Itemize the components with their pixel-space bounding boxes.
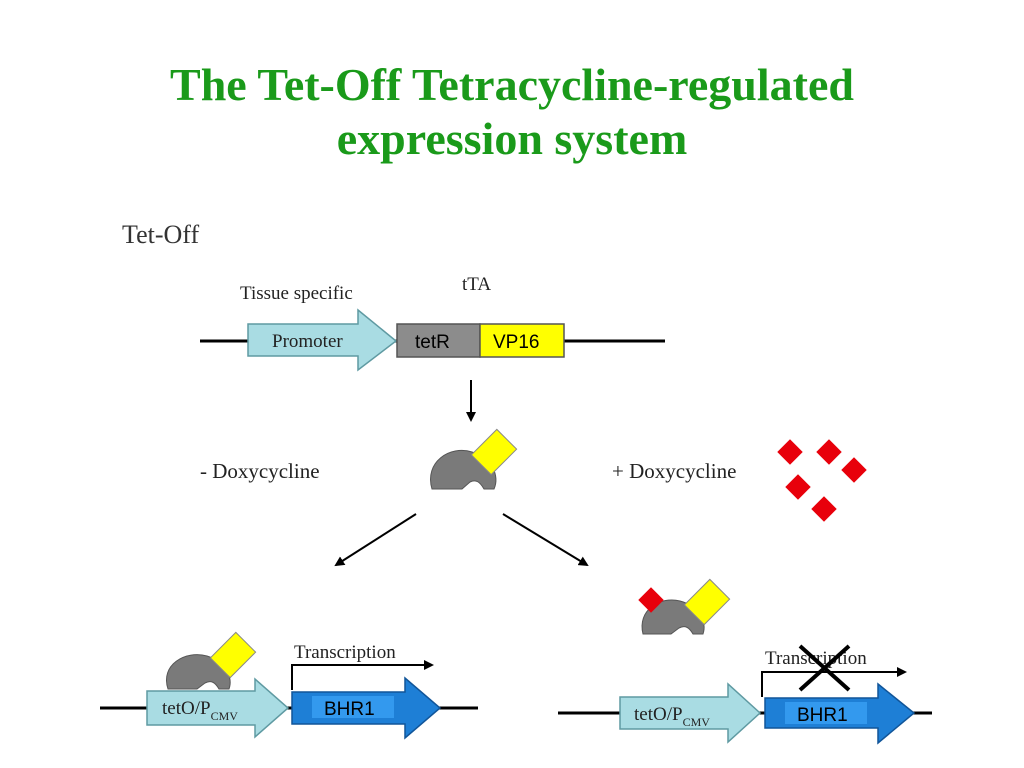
promoter-label: Promoter: [272, 331, 343, 352]
minus-doxycycline-label: - Doxycycline: [200, 459, 320, 483]
vp16-label: VP16: [493, 332, 539, 353]
page-title: The Tet-Off Tetracycline-regulated expre…: [0, 58, 1024, 166]
left-construct: tetO/PCMV BHR1 Transcription: [100, 631, 478, 740]
right-teto-label: tetO/PCMV: [634, 704, 710, 729]
left-teto-arrow: [146, 677, 290, 739]
left-gene-label: BHR1: [324, 699, 375, 720]
right-gene-label: BHR1: [797, 705, 848, 726]
title-line-1: The Tet-Off Tetracycline-regulated: [170, 59, 854, 110]
tta-protein-left: [166, 631, 257, 690]
promoter-arrow: [247, 308, 398, 372]
tetr-box: [396, 323, 481, 358]
tetr-label: tetR: [415, 332, 450, 353]
tissue-specific-label: Tissue specific: [240, 283, 353, 304]
title-line-2: expression system: [336, 113, 688, 164]
minus-dox-arrow: [334, 513, 417, 567]
right-teto-arrow: [619, 682, 762, 744]
left-transcription-arrow: [291, 660, 434, 690]
doxycycline-molecules: [777, 439, 867, 522]
right-transcription-arrow: [761, 667, 907, 697]
system-label: Tet-Off: [122, 220, 199, 249]
tta-dox-complex: [638, 578, 731, 635]
left-transcription-label: Transcription: [294, 642, 396, 663]
plus-dox-arrow: [502, 513, 589, 567]
blocked-x-icon: [798, 644, 851, 692]
vp16-box: [479, 323, 565, 358]
left-teto-label: tetO/PCMV: [162, 698, 238, 723]
tta-protein-center: [430, 428, 518, 490]
right-construct: tetO/PCMV BHR1 Transcription: [558, 578, 932, 745]
tta-label: tTA: [462, 274, 491, 295]
plus-doxycycline-label: + Doxycycline: [612, 459, 736, 483]
